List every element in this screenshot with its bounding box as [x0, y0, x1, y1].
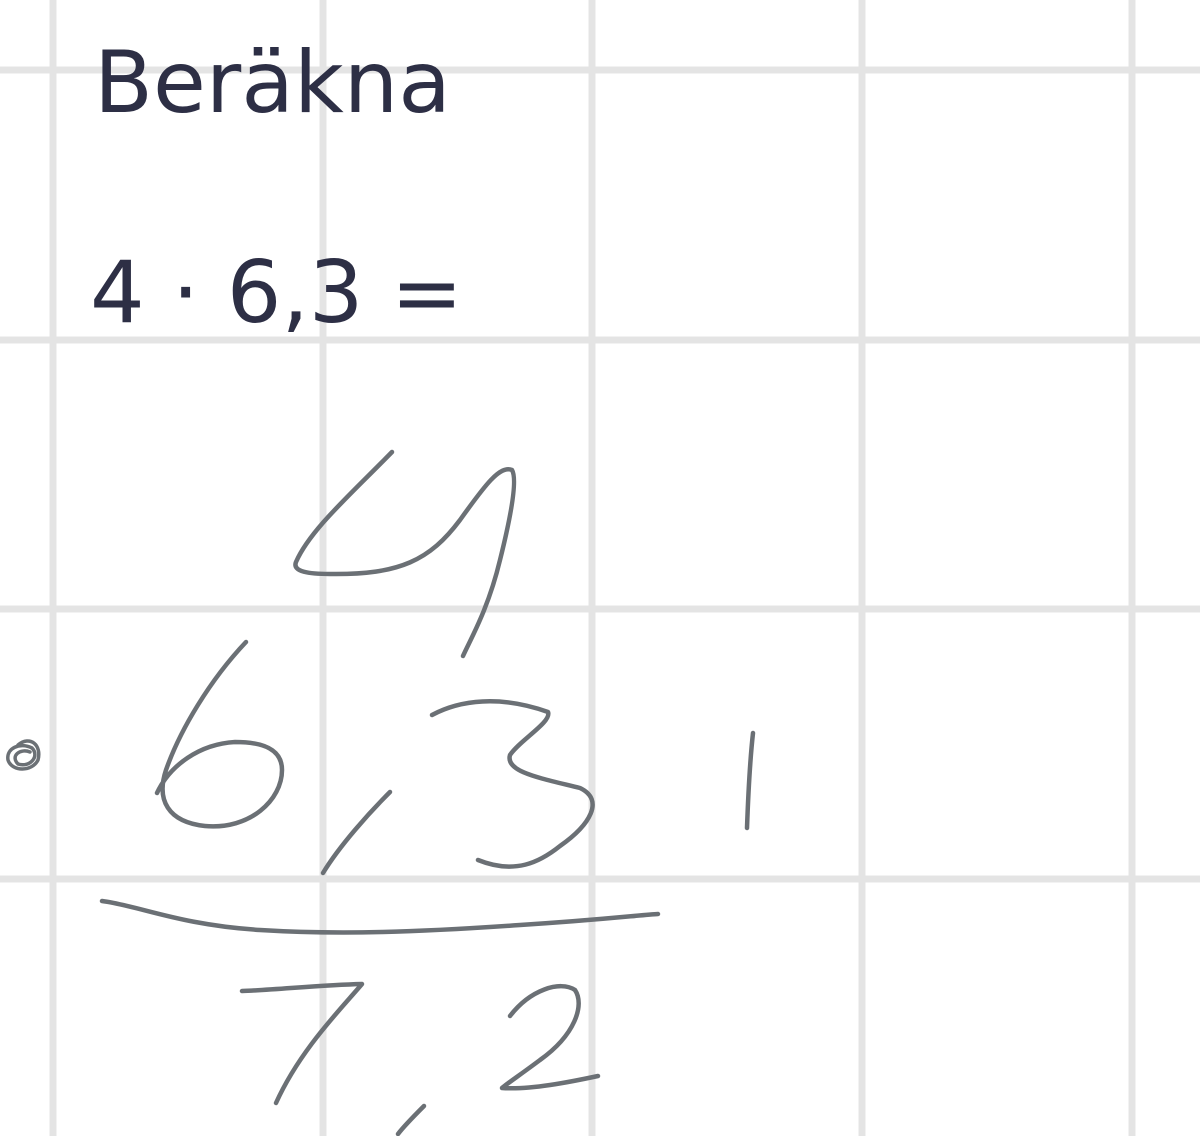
result-underline	[99, 898, 661, 935]
math-expression: 4 · 6,3 =	[90, 243, 463, 343]
handwritten-digit-2	[499, 984, 601, 1091]
handwritten-comma-result	[395, 1103, 427, 1136]
handwritten-comma	[320, 789, 393, 876]
handwritten-digit-3	[429, 699, 595, 869]
page-title: Beräkna	[94, 33, 451, 133]
scribble-mark	[6, 739, 41, 771]
handwritten-digit-6	[154, 639, 285, 829]
handwritten-digit-7	[239, 981, 365, 1106]
handwritten-digit-4	[293, 449, 517, 659]
handwritten-carry-1	[744, 730, 756, 831]
